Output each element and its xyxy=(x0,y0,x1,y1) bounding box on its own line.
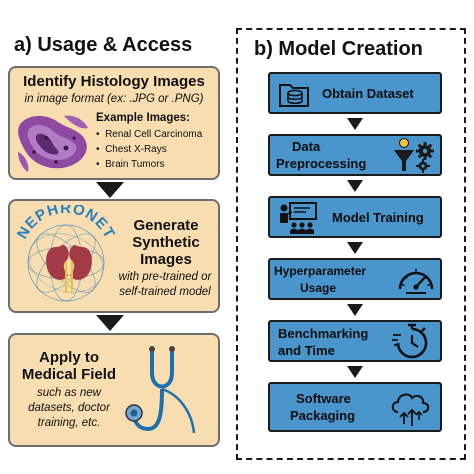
example-item: • Chest X-Rays xyxy=(96,144,167,155)
step-label: Benchmarking xyxy=(278,326,369,341)
step-label: and Time xyxy=(278,343,335,358)
step-label: Data xyxy=(292,139,321,154)
cloud-upload-icon xyxy=(391,393,430,426)
apply-subtitle-line: datasets, doctor xyxy=(28,402,110,414)
step-label: Obtain Dataset xyxy=(322,86,414,101)
step-hyperparameter-usage: Hyperparameter Usage xyxy=(268,258,442,300)
stethoscope-icon xyxy=(125,346,196,434)
generate-title-line: Synthetic xyxy=(132,234,200,251)
step-arrow-3 xyxy=(347,242,363,254)
model-creation-panel-border xyxy=(236,28,466,460)
apply-subtitle-line: training, etc. xyxy=(37,417,101,429)
speedometer-icon xyxy=(398,269,434,294)
stopwatch-icon xyxy=(392,323,428,359)
identify-images-box: Identify Histology Images in image forma… xyxy=(8,66,220,180)
apply-title-line: Medical Field xyxy=(21,366,117,383)
example-label-chest: Chest X-Rays xyxy=(105,144,167,155)
database-folder-icon xyxy=(279,84,309,107)
generate-images-box: NEPHRONET Generate Synthetic Images with… xyxy=(8,199,220,313)
step-arrow-5 xyxy=(347,366,363,378)
step-data-preprocessing: Data Preprocessing xyxy=(268,134,442,176)
step-model-training: Model Training xyxy=(268,196,442,238)
nephronet-logo: NEPHRONET xyxy=(14,205,118,302)
step-label: Preprocessing xyxy=(276,156,367,171)
usage-access-heading: a) Usage & Access xyxy=(14,34,193,56)
histology-sample-image xyxy=(18,115,88,172)
presenter-board-icon xyxy=(280,202,317,234)
generate-subtitle-line: self-trained model xyxy=(119,286,211,298)
generate-subtitle-line: with pre-trained or xyxy=(118,271,212,283)
generate-title-line: Generate xyxy=(133,217,199,234)
step-arrow-2 xyxy=(347,180,363,192)
step-label: Usage xyxy=(300,281,337,295)
step-arrow-4 xyxy=(347,304,363,316)
step-obtain-dataset: Obtain Dataset xyxy=(268,72,442,114)
step-label: Packaging xyxy=(290,408,356,423)
flow-arrow-2 xyxy=(96,315,124,331)
step-software-packaging: Software Packaging xyxy=(268,382,442,432)
step-label: Model Training xyxy=(332,210,424,225)
apply-subtitle-line: such as new xyxy=(37,387,101,399)
identify-images-subtitle: in image format (ex: .JPG or .PNG) xyxy=(24,93,204,105)
step-label: Hyperparameter xyxy=(274,264,367,278)
identify-images-title: Identify Histology Images xyxy=(23,73,205,90)
example-label-brain: Brain Tumors xyxy=(105,159,165,170)
example-item: • Renal Cell Carcinoma xyxy=(96,129,203,140)
step-arrow-1 xyxy=(347,118,363,130)
example-item: • Brain Tumors xyxy=(96,159,165,170)
flow-arrow-1 xyxy=(96,182,124,198)
apply-medical-box: Apply to Medical Field such as new datas… xyxy=(8,333,220,447)
example-label-renal: Renal Cell Carcinoma xyxy=(105,129,203,140)
generate-title-line: Images xyxy=(140,251,192,268)
model-creation-heading: b) Model Creation xyxy=(254,38,423,60)
step-label: Software xyxy=(296,391,351,406)
step-benchmarking-time: Benchmarking and Time xyxy=(268,320,442,362)
apply-title-line: Apply to xyxy=(39,349,99,366)
example-images-heading: Example Images: xyxy=(96,112,190,124)
nephronet-logo-text: NEPHRONET xyxy=(14,205,118,242)
funnel-gears-icon xyxy=(394,138,434,173)
